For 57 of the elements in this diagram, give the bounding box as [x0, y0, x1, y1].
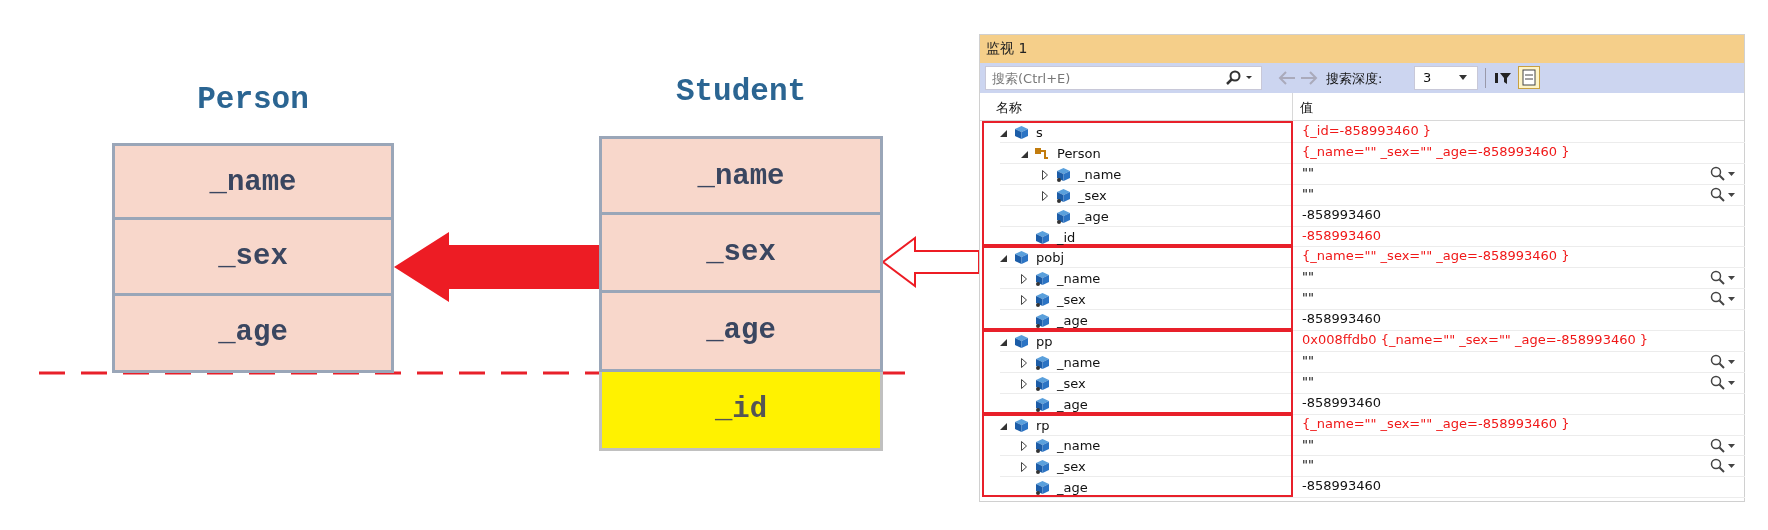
highlight-frame	[982, 246, 1293, 330]
block-arrow	[394, 232, 599, 302]
value-text: {_name="" _sex="" _age=-858993460 }	[1302, 248, 1570, 264]
variable-name: rp	[1036, 417, 1050, 433]
variable-name: _age	[1078, 208, 1109, 224]
variable-name: _sex	[1057, 375, 1086, 391]
field-cell: _sex	[112, 219, 394, 297]
value-text: ""	[1302, 164, 1314, 180]
variable-name: _age	[1057, 480, 1088, 496]
variable-name: pobj	[1036, 250, 1065, 266]
value-text: -858993460	[1302, 311, 1382, 327]
field-cell: _name	[112, 143, 394, 220]
column-header: 名称	[996, 99, 1022, 117]
column-header: 值	[1300, 99, 1313, 117]
field-cell: _sex	[599, 214, 883, 294]
value-text: ""	[1302, 457, 1314, 473]
watch-window	[979, 34, 1745, 502]
field-cell: _age	[599, 293, 883, 373]
variable-name: _name	[1078, 166, 1122, 182]
value-text: -858993460	[1302, 227, 1382, 243]
highlight-frame	[982, 413, 1293, 498]
field-cell: _name	[599, 136, 883, 215]
value-text: ""	[1302, 290, 1314, 306]
variable-name: _sex	[1057, 459, 1086, 475]
block-arrow	[881, 236, 980, 288]
variable-name: _name	[1057, 438, 1101, 454]
value-text: ""	[1302, 436, 1314, 452]
field-cell: _id	[599, 372, 883, 451]
highlight-frame	[982, 121, 1293, 247]
value-text: ""	[1302, 352, 1314, 368]
depth-dropdown: 3	[1414, 66, 1478, 90]
variable-name: _name	[1057, 354, 1101, 370]
heading: Student	[674, 73, 808, 111]
field-label: 搜索深度:	[1326, 70, 1383, 88]
variable-name: _id	[1057, 229, 1076, 245]
variable-name: _age	[1057, 396, 1088, 412]
value-text: ""	[1302, 269, 1314, 285]
value-text: ""	[1302, 185, 1314, 201]
value-text: {_name="" _sex="" _age=-858993460 }	[1302, 143, 1570, 159]
highlight-frame	[982, 330, 1293, 414]
value-text: -858993460	[1302, 478, 1382, 494]
value-text: -858993460	[1302, 206, 1382, 222]
variable-name: _name	[1057, 271, 1101, 287]
variable-name: Person	[1057, 145, 1101, 161]
value-text: ""	[1302, 373, 1314, 389]
variable-name: pp	[1036, 334, 1053, 349]
value-text: {_name="" _sex="" _age=-858993460 }	[1302, 415, 1570, 431]
search-field: 搜索(Ctrl+E)	[985, 66, 1262, 90]
heading: Person	[196, 81, 310, 119]
panel-title: 监视 1	[986, 40, 1028, 58]
variable-name: _age	[1057, 313, 1088, 329]
variable-name: s	[1036, 125, 1043, 140]
value-text: -858993460	[1302, 394, 1382, 410]
field-cell: _age	[112, 296, 394, 374]
value-text: 0x008ffdb0 {_name="" _sex="" _age=-858993460 }	[1302, 332, 1649, 347]
variable-name: _sex	[1078, 187, 1107, 203]
variable-name: _sex	[1057, 292, 1086, 308]
